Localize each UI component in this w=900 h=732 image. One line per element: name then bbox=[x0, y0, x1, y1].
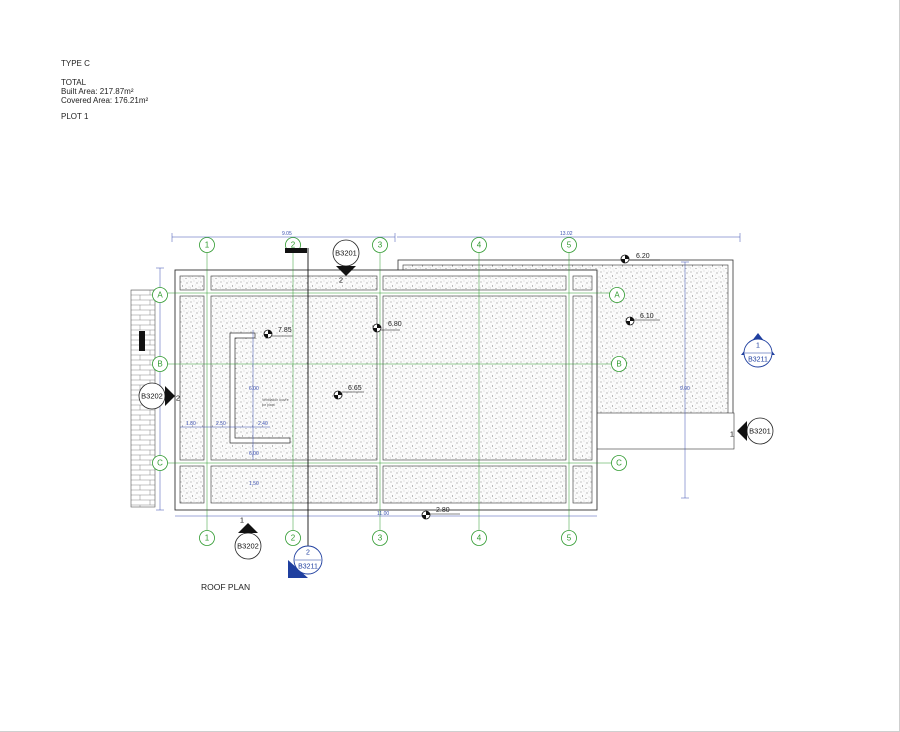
section-top-ref: B3201 bbox=[335, 249, 357, 258]
gravel-panel bbox=[179, 295, 205, 461]
section-left-num: 2 bbox=[176, 394, 180, 403]
louvre-opening bbox=[229, 332, 291, 444]
grid-bubble-top-2: 2 bbox=[291, 241, 296, 250]
gravel-panel bbox=[382, 465, 567, 504]
gravel-panel bbox=[210, 295, 378, 461]
section-right-ref: B3201 bbox=[749, 427, 771, 436]
grid-bubble-left-A: A bbox=[157, 291, 163, 300]
structural-grid bbox=[168, 252, 612, 530]
plot-label: PLOT 1 bbox=[61, 112, 89, 121]
level-4-value: 6.20 bbox=[636, 253, 650, 260]
level-1-value: 7.85 bbox=[278, 327, 292, 334]
opening-note: Ventilation louvre bbox=[262, 398, 289, 402]
gravel-panel bbox=[210, 275, 378, 291]
grid-bubble-bottom-1: 1 bbox=[205, 534, 210, 543]
gravel-panel bbox=[179, 465, 205, 504]
dim-inner-left: 1.80 bbox=[186, 421, 196, 427]
section-bottom-ref: B3202 bbox=[237, 542, 259, 551]
grid-bubble-top-5: 5 bbox=[567, 241, 572, 250]
gravel-panel bbox=[382, 295, 567, 461]
level-marker-5: 6.10 bbox=[625, 313, 660, 326]
level-6-value: 2.80 bbox=[436, 507, 450, 514]
level-marker-1: 7.85 bbox=[263, 327, 292, 339]
gravel-panel bbox=[572, 295, 593, 461]
grid-bubble-left-B: B bbox=[157, 360, 162, 369]
grid-bubbles-bottom: 1 2 3 4 5 bbox=[199, 530, 577, 546]
section-right-num: 1 bbox=[730, 430, 734, 439]
grid-bubble-top-4: 4 bbox=[477, 241, 482, 250]
gravel-panel bbox=[572, 275, 593, 291]
grid-bubble-bottom-4: 4 bbox=[477, 534, 482, 543]
section-cut-tab bbox=[285, 248, 307, 253]
gravel-panel bbox=[179, 275, 205, 291]
type-label: TYPE C bbox=[61, 59, 90, 68]
dim-inner-right: 2.40 bbox=[258, 421, 268, 427]
dim-right-vertical: 9.00 bbox=[680, 386, 690, 392]
gravel-panel bbox=[572, 465, 593, 504]
gravel-panel bbox=[210, 465, 378, 504]
section-blue-right-ref: B3211 bbox=[748, 357, 768, 364]
grid-bubbles-top: 1 2 3 4 5 bbox=[199, 237, 577, 253]
grid-bubble-left-C: C bbox=[157, 459, 163, 468]
grid-bubbles-right: A B C bbox=[609, 287, 627, 471]
dimension-lines bbox=[156, 233, 741, 517]
section-blue-right-num: 1 bbox=[756, 343, 760, 350]
dim-inner-mid: 2.50 bbox=[216, 421, 226, 427]
grid-bubbles-left: A B C bbox=[152, 287, 168, 471]
grid-bubble-bottom-5: 5 bbox=[567, 534, 572, 543]
level-2-value: 6.80 bbox=[388, 321, 402, 328]
level-marker-4: 6.20 bbox=[620, 253, 660, 264]
section-marker-right: B3201 1 bbox=[730, 417, 774, 445]
downpipe-marker bbox=[139, 331, 145, 351]
annex-canopy bbox=[595, 412, 735, 450]
grid-bubble-bottom-2: 2 bbox=[291, 534, 296, 543]
grid-bubble-right-B: B bbox=[616, 360, 621, 369]
level-marker-3: 6.65 bbox=[333, 385, 364, 400]
section-marker-left: B3202 2 bbox=[138, 382, 180, 410]
section-bottom-num: 1 bbox=[240, 516, 244, 525]
dim-vertical-b: 6.00 bbox=[249, 451, 259, 457]
covered-area: Covered Area: 176.21m² bbox=[61, 96, 149, 105]
dim-vertical-c: 1.50 bbox=[249, 481, 259, 487]
gravel-panel bbox=[382, 275, 567, 291]
grid-bubble-right-A: A bbox=[614, 291, 620, 300]
section-marker-blue-right: 1 B3211 bbox=[741, 333, 775, 368]
level-3-value: 6.65 bbox=[348, 385, 362, 392]
dim-top-left: 9.05 bbox=[282, 231, 292, 237]
grid-bubble-right-C: C bbox=[616, 459, 622, 468]
level-markers: 7.85 6.80 6.65 6.20 bbox=[263, 253, 660, 520]
grid-bubble-top-3: 3 bbox=[378, 241, 383, 250]
section-left-ref: B3202 bbox=[141, 392, 163, 401]
grid-bubble-bottom-3: 3 bbox=[378, 534, 383, 543]
dim-vertical-a: 6.00 bbox=[249, 386, 259, 392]
total-label: TOTAL bbox=[61, 78, 87, 87]
dim-bottom-mid: 11.00 bbox=[377, 511, 389, 517]
gravel-panels bbox=[179, 275, 593, 504]
level-marker-6: 2.80 bbox=[421, 507, 460, 520]
section-marker-bottom: B3202 1 bbox=[234, 516, 262, 560]
grid-bubble-top-1: 1 bbox=[205, 241, 210, 250]
level-5-value: 6.10 bbox=[640, 313, 654, 320]
opening-note-sub: for plant bbox=[262, 403, 275, 407]
section-top-num: 2 bbox=[339, 276, 343, 285]
section-marker-top: B3201 2 bbox=[332, 239, 360, 285]
built-area: Built Area: 217.87m² bbox=[61, 87, 134, 96]
dim-top-right: 13.02 bbox=[560, 231, 573, 237]
section-blue-bottom-ref: B3211 bbox=[298, 564, 318, 571]
section-marker-blue-bottom: 2 B3211 bbox=[288, 545, 323, 578]
section-blue-bottom-num: 2 bbox=[306, 550, 310, 557]
plan-title: ROOF PLAN bbox=[201, 582, 251, 592]
level-marker-2: 6.80 bbox=[372, 321, 402, 333]
